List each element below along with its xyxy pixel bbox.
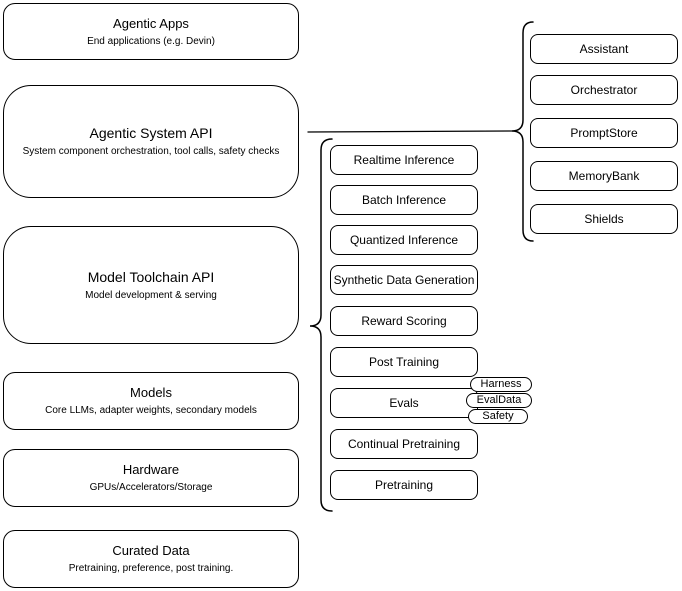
node-label: Quantized Inference xyxy=(349,233,459,247)
node-orchestrator: Orchestrator xyxy=(530,75,678,105)
tag-evaldata: EvalData xyxy=(466,393,532,408)
node-quantized-inference: Quantized Inference xyxy=(330,225,478,255)
node-title: Model Toolchain API xyxy=(87,268,215,285)
node-title: Curated Data xyxy=(112,543,190,558)
node-subtitle: System component orchestration, tool cal… xyxy=(22,146,280,157)
node-pretraining: Pretraining xyxy=(330,470,478,500)
node-subtitle: GPUs/Accelerators/Storage xyxy=(89,482,213,493)
node-post-training: Post Training xyxy=(330,347,478,377)
node-shields: Shields xyxy=(530,204,678,234)
node-label: Orchestrator xyxy=(570,83,638,97)
node-subtitle: Core LLMs, adapter weights, secondary mo… xyxy=(45,405,257,416)
node-realtime-inference: Realtime Inference xyxy=(330,145,478,175)
tag-label: Harness xyxy=(480,378,522,390)
node-agentic-system-api: Agentic System API System component orch… xyxy=(3,85,299,198)
node-subtitle: Model development & serving xyxy=(85,289,217,301)
node-subtitle: Pretraining, preference, post training. xyxy=(68,563,234,574)
node-title: Agentic System API xyxy=(89,125,213,141)
node-label: Post Training xyxy=(368,355,440,369)
node-memorybank: MemoryBank xyxy=(530,161,678,191)
node-label: Realtime Inference xyxy=(353,153,455,167)
node-subtitle: End applications (e.g. Devin) xyxy=(87,35,215,47)
node-label: Shields xyxy=(584,212,624,226)
node-label: Batch Inference xyxy=(361,193,447,207)
tag-label: EvalData xyxy=(476,394,522,406)
node-label: Reward Scoring xyxy=(361,314,447,328)
node-label: Continual Pretraining xyxy=(347,437,461,451)
tag-safety: Safety xyxy=(468,409,528,424)
node-promptstore: PromptStore xyxy=(530,118,678,148)
node-label: Evals xyxy=(389,396,419,410)
tag-label: Safety xyxy=(482,410,514,422)
node-continual-pretraining: Continual Pretraining xyxy=(330,429,478,459)
node-synthetic-data-generation: Synthetic Data Generation xyxy=(330,265,478,295)
node-model-toolchain-api: Model Toolchain API Model development & … xyxy=(3,226,299,344)
node-reward-scoring: Reward Scoring xyxy=(330,306,478,336)
node-label: Synthetic Data Generation xyxy=(333,273,475,287)
system-connector-line xyxy=(307,130,513,133)
node-models: Models Core LLMs, adapter weights, secon… xyxy=(3,372,299,430)
node-curated-data: Curated Data Pretraining, preference, po… xyxy=(3,530,299,588)
node-label: MemoryBank xyxy=(568,169,640,183)
node-label: PromptStore xyxy=(570,126,638,140)
node-title: Agentic Apps xyxy=(113,15,189,31)
node-hardware: Hardware GPUs/Accelerators/Storage xyxy=(3,449,299,507)
node-label: Pretraining xyxy=(374,478,434,492)
toolchain-curly-brace xyxy=(309,138,333,512)
node-batch-inference: Batch Inference xyxy=(330,185,478,215)
node-label: Assistant xyxy=(579,42,629,56)
node-evals: Evals xyxy=(330,388,478,418)
node-title: Models xyxy=(130,385,172,400)
node-assistant: Assistant xyxy=(530,34,678,64)
node-title: Hardware xyxy=(122,462,180,477)
tag-harness: Harness xyxy=(470,377,532,392)
node-agentic-apps: Agentic Apps End applications (e.g. Devi… xyxy=(3,3,299,60)
